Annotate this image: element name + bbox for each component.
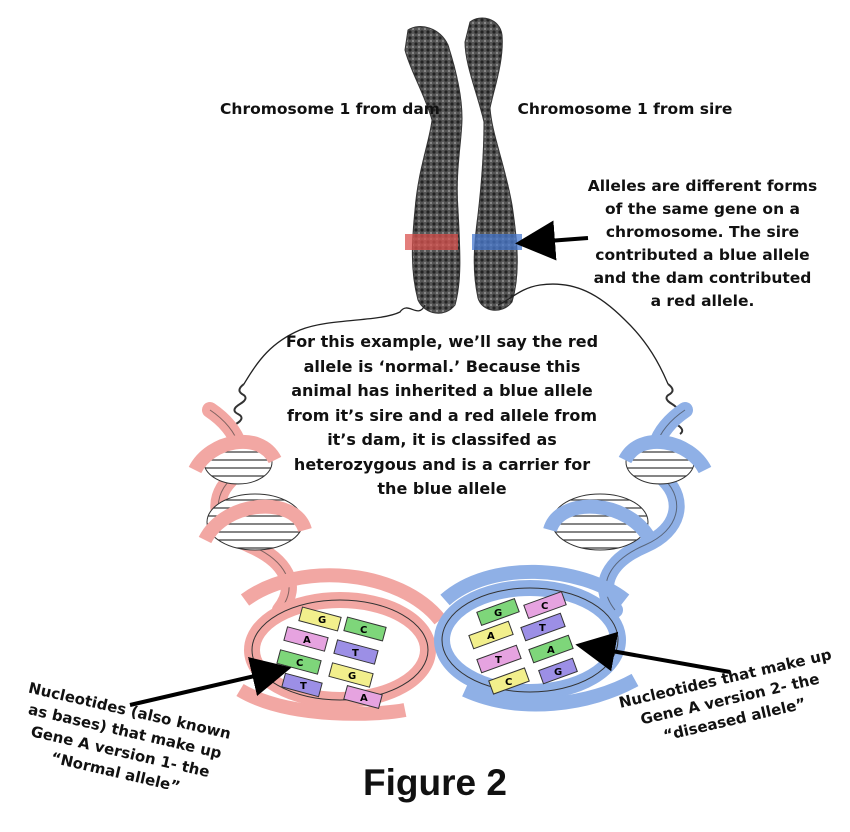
sire-chromosome-label: Chromosome 1 from sire: [517, 100, 733, 118]
figure-title: Figure 2: [363, 762, 507, 803]
right-bases: G C A T T A C G: [468, 590, 578, 695]
right-strand: [497, 283, 669, 385]
left-base-letter-4: T: [352, 648, 359, 659]
dam-allele-band: [405, 234, 458, 250]
sire-chromosome: [464, 17, 518, 311]
left-base-4: [333, 639, 379, 665]
left-base-3: [283, 626, 329, 652]
left-nucleotide-arrow: [129, 657, 292, 707]
left-base-2: [343, 616, 387, 642]
left-base-letter-2: C: [360, 625, 367, 636]
left-base-letter-3: A: [303, 635, 311, 646]
right-base-letter-5: T: [495, 655, 502, 666]
alleles-note: Alleles are different forms of the same …: [587, 177, 818, 310]
left-base-8: [343, 684, 383, 710]
sire-allele-band: [472, 234, 522, 250]
right-base-7: [488, 667, 530, 695]
right-base-4: [520, 612, 566, 642]
left-base-letter-1: G: [318, 615, 326, 626]
right-base-3: [468, 620, 514, 650]
left-strand: [243, 304, 426, 385]
left-base-1: [298, 606, 342, 632]
example-note: For this example, we’ll say the red alle…: [285, 332, 599, 498]
dam-chromosome-label: Chromosome 1 from dam: [220, 100, 440, 118]
right-base-letter-1: G: [494, 608, 502, 619]
right-base-letter-4: T: [539, 623, 546, 634]
left-base-letter-6: G: [348, 671, 356, 682]
right-base-letter-6: A: [547, 645, 555, 656]
right-base-letter-2: C: [541, 601, 548, 612]
right-base-2: [523, 590, 567, 620]
right-base-letter-8: G: [554, 667, 562, 678]
right-base-1: [476, 597, 520, 627]
right-base-letter-7: C: [505, 677, 512, 688]
right-base-8: [538, 657, 578, 685]
allele-arrow: [515, 220, 589, 261]
left-base-6: [328, 662, 374, 688]
left-base-letter-8: A: [360, 693, 368, 704]
right-nucleotide-arrow: [575, 631, 731, 674]
left-base-letter-7: T: [300, 681, 307, 692]
left-bases: G C A T C G T A: [276, 606, 387, 710]
left-base-5: [276, 649, 322, 675]
right-base-5: [476, 644, 522, 674]
dam-chromosome: [404, 26, 463, 314]
left-base-letter-5: C: [296, 658, 303, 669]
right-base-6: [528, 634, 574, 664]
right-base-letter-3: A: [487, 631, 495, 642]
